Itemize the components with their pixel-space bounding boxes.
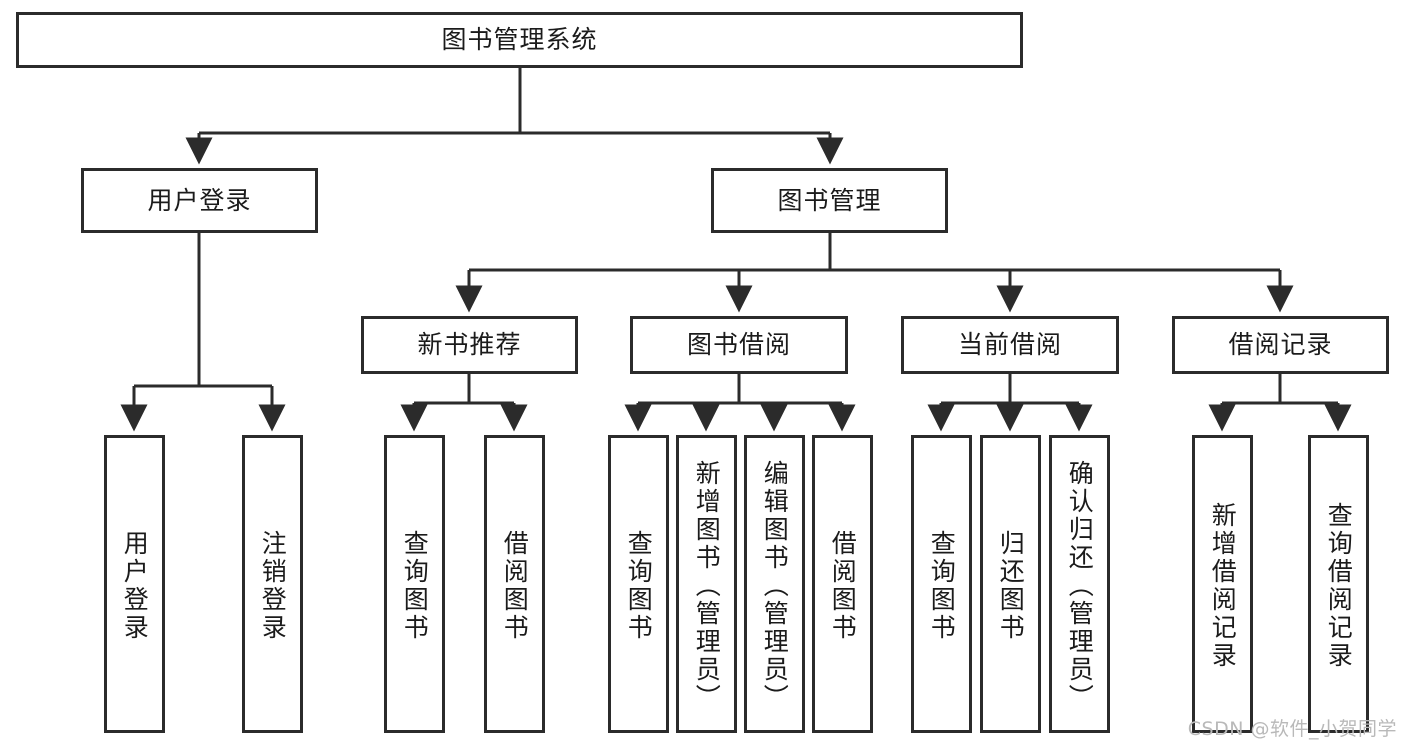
- node-leaf-borrow-book[interactable]: 借阅图书: [812, 435, 873, 733]
- node-leaf-confirm-return-admin[interactable]: 确认归还（管理员）: [1049, 435, 1110, 733]
- node-new-book-recommend[interactable]: 新书推荐: [361, 316, 578, 374]
- node-leaf-user-login-label: 用户登录: [120, 530, 150, 642]
- node-leaf-borrow-book-label: 借阅图书: [828, 530, 858, 642]
- node-leaf-query-book-new[interactable]: 查询图书: [384, 435, 445, 733]
- node-root-label: 图书管理系统: [441, 25, 598, 55]
- node-leaf-add-book-admin[interactable]: 新增图书（管理员）: [676, 435, 737, 733]
- node-user-login-label: 用户登录: [147, 185, 252, 215]
- node-root[interactable]: 图书管理系统: [16, 12, 1023, 68]
- node-leaf-add-borrow-record-label: 新增借阅记录: [1208, 502, 1238, 670]
- node-leaf-query-book-borrow[interactable]: 查询图书: [608, 435, 669, 733]
- node-current-borrow-label: 当前借阅: [957, 330, 1062, 360]
- node-book-manage[interactable]: 图书管理: [711, 168, 948, 233]
- node-borrow-record[interactable]: 借阅记录: [1172, 316, 1389, 374]
- node-leaf-query-borrow-record-label: 查询借阅记录: [1324, 502, 1354, 670]
- node-leaf-query-book-current-label: 查询图书: [927, 530, 957, 642]
- node-leaf-query-book-current[interactable]: 查询图书: [911, 435, 972, 733]
- node-book-manage-label: 图书管理: [777, 185, 882, 215]
- node-leaf-return-book-label: 归还图书: [996, 530, 1026, 642]
- node-new-book-recommend-label: 新书推荐: [417, 330, 522, 360]
- node-leaf-edit-book-admin-label: 编辑图书（管理员）: [760, 460, 790, 712]
- node-leaf-return-book[interactable]: 归还图书: [980, 435, 1041, 733]
- node-book-borrow[interactable]: 图书借阅: [630, 316, 848, 374]
- node-borrow-record-label: 借阅记录: [1228, 330, 1333, 360]
- node-leaf-logout-label: 注销登录: [258, 530, 288, 642]
- node-leaf-edit-book-admin[interactable]: 编辑图书（管理员）: [744, 435, 805, 733]
- node-user-login[interactable]: 用户登录: [81, 168, 318, 233]
- node-leaf-query-book-new-label: 查询图书: [400, 530, 430, 642]
- node-leaf-confirm-return-admin-label: 确认归还（管理员）: [1065, 460, 1095, 712]
- node-leaf-logout[interactable]: 注销登录: [242, 435, 303, 733]
- node-leaf-query-borrow-record[interactable]: 查询借阅记录: [1308, 435, 1369, 733]
- node-leaf-borrow-book-new-label: 借阅图书: [500, 530, 530, 642]
- node-leaf-query-book-borrow-label: 查询图书: [624, 530, 654, 642]
- node-current-borrow[interactable]: 当前借阅: [901, 316, 1119, 374]
- csdn-watermark: CSDN @软件_小贺同学: [1187, 718, 1397, 740]
- node-leaf-user-login[interactable]: 用户登录: [104, 435, 165, 733]
- node-leaf-add-book-admin-label: 新增图书（管理员）: [692, 460, 722, 712]
- node-leaf-add-borrow-record[interactable]: 新增借阅记录: [1192, 435, 1253, 733]
- node-book-borrow-label: 图书借阅: [686, 330, 791, 360]
- node-leaf-borrow-book-new[interactable]: 借阅图书: [484, 435, 545, 733]
